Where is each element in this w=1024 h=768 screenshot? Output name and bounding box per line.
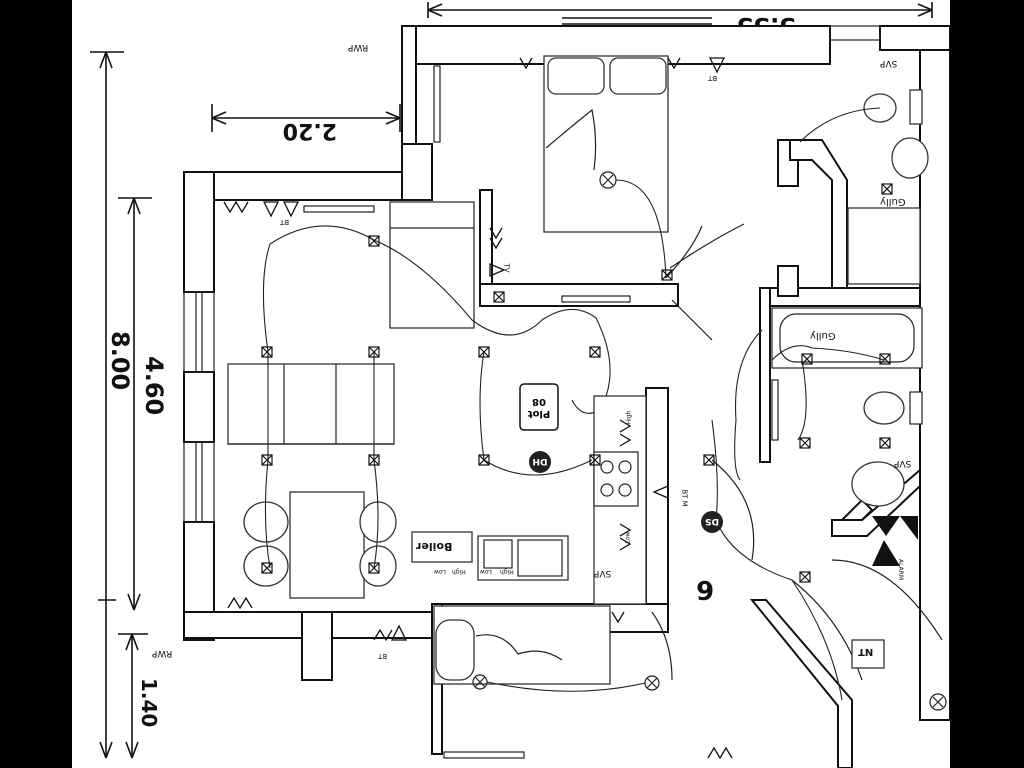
bt-label-2: BT: [708, 74, 718, 82]
dh-symbol: [529, 451, 551, 473]
dimension-left-step: [211, 104, 401, 132]
dimension-top: [427, 2, 933, 25]
gully-label-2: Gully: [810, 330, 836, 341]
ds-label: DS: [705, 516, 719, 526]
bedroom: [543, 55, 745, 279]
kitchen: [411, 395, 647, 605]
oven-low-label-2: Low: [480, 568, 492, 575]
dining-table: [289, 491, 365, 599]
floor-plan-drawing: 5.55 2.20 8.00 4.60 1.40: [90, 2, 950, 768]
bathrooms: [734, 89, 947, 711]
dim-lower-label: 1.40: [137, 678, 161, 727]
high-label: High: [625, 410, 633, 425]
boiler-label: Boiler: [416, 540, 453, 553]
boiler-box: [411, 531, 473, 563]
armchair: [389, 201, 475, 329]
tv-label: TV: [502, 263, 511, 273]
dimension-living-height: [118, 197, 152, 611]
room-number: 6: [696, 574, 715, 604]
hob: [593, 451, 639, 507]
bedroom-2: [433, 605, 673, 692]
oven-low-label: Low: [434, 568, 446, 575]
rwp-label-2: RWP: [152, 648, 173, 658]
oven-high-label-2: High: [500, 568, 514, 575]
rwp-label-1: RWP: [348, 42, 369, 52]
gully-label-1: Gully: [880, 196, 906, 207]
alarm-label: ALARM: [897, 558, 905, 581]
dimension-lower-height: [118, 633, 148, 759]
floor-plan-sheet: 5.55 2.20 8.00 4.60 1.40: [72, 0, 950, 768]
plot-label-box: [519, 383, 559, 431]
dim-total-label: 8.00: [106, 331, 134, 390]
dim-living-label: 4.60: [140, 356, 168, 415]
plot-label: Plot 08: [527, 396, 551, 419]
symbols: [519, 383, 723, 533]
living-room: [227, 201, 611, 599]
svp-label-2: SVP: [894, 458, 912, 468]
sink: [477, 535, 569, 581]
bt-m-label: BT M: [680, 489, 689, 507]
windows: [183, 25, 881, 759]
bath-tub: [771, 307, 923, 369]
nt-label: NT: [858, 646, 874, 657]
single-bed-pillow: [435, 619, 475, 681]
oven-high-label: High: [452, 568, 466, 575]
svp-label-1: SVP: [880, 58, 898, 68]
sockets: [223, 57, 893, 760]
dimension-total-height: [90, 51, 124, 759]
bt-label-3: BT: [378, 652, 388, 660]
bt-label-1: BT: [280, 218, 290, 226]
nt-box: [851, 639, 885, 669]
svp-label-3: SVP: [594, 568, 612, 578]
low-label: Low: [624, 531, 632, 544]
sofa: [227, 363, 395, 445]
dim-step-label: 2.20: [283, 118, 337, 143]
dh-label: DH: [532, 456, 548, 466]
ds-symbol: [701, 511, 723, 533]
